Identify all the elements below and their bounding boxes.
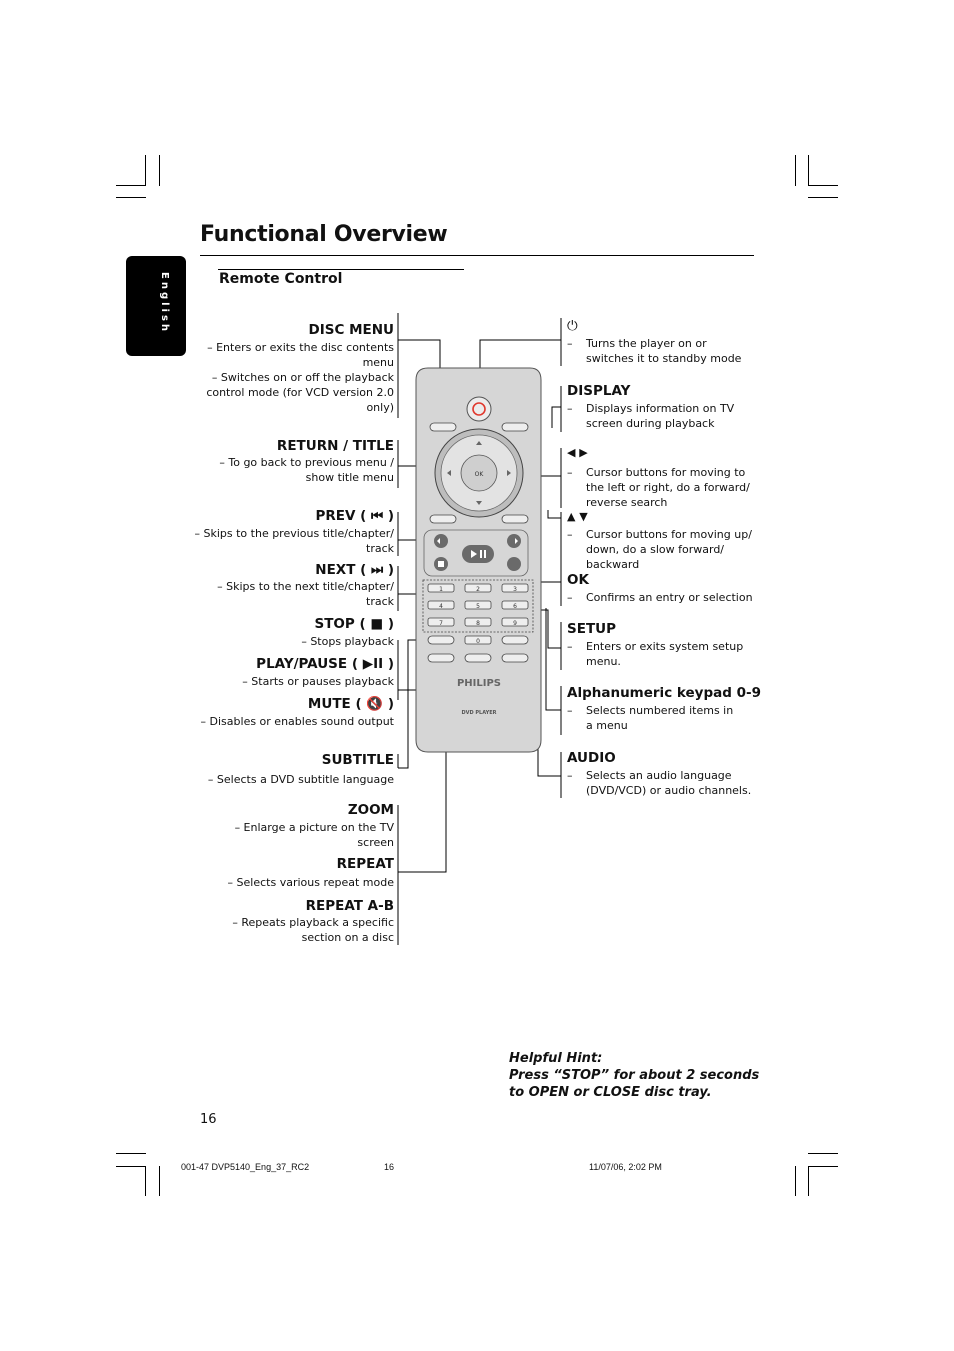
desc-audio: –Selects an audio language (DVD/VCD) or … <box>567 769 752 797</box>
svg-text:5: 5 <box>476 603 480 610</box>
desc-disc-menu-2: – Switches on or off the playback contro… <box>206 371 394 414</box>
desc-repeat-ab: – Repeats playback a specific section on… <box>232 916 394 944</box>
desc-ok: –Confirms an entry or selection <box>567 591 753 604</box>
svg-text:OK: OK <box>475 471 485 478</box>
svg-text:9: 9 <box>513 620 517 627</box>
svg-text:2: 2 <box>476 586 480 593</box>
footer-page: 16 <box>384 1162 395 1172</box>
svg-text:4: 4 <box>439 603 443 610</box>
label-mute: MUTE ( 🔇 ) <box>307 696 394 712</box>
footer-file: 001-47 DVP5140_Eng_37_RC2 <box>181 1162 310 1172</box>
title-rule <box>200 255 754 256</box>
page-number: 16 <box>200 1112 217 1127</box>
power-icon: ⏻ <box>567 318 578 334</box>
svg-text:PHILIPS: PHILIPS <box>457 678 501 689</box>
left-right-arrow-icon: ◀ ▶ <box>567 446 588 459</box>
label-return-title: RETURN / TITLE <box>276 438 394 454</box>
label-stop: STOP ( ■ ) <box>314 616 395 632</box>
label-subtitle: SUBTITLE <box>321 752 394 768</box>
label-next: NEXT ( ⏭ ) <box>315 562 394 578</box>
desc-mute: – Disables or enables sound output <box>200 715 394 728</box>
desc-power: –Turns the player on or switches it to s… <box>567 337 742 365</box>
section-rule <box>218 269 464 270</box>
desc-return-title: – To go back to previous menu / show tit… <box>219 456 394 484</box>
svg-text:7: 7 <box>439 620 443 627</box>
label-zoom: ZOOM <box>347 802 394 818</box>
svg-text:DVD PLAYER: DVD PLAYER <box>461 710 496 716</box>
footer-date: 11/07/06, 2:02 PM <box>589 1162 662 1172</box>
label-repeat: REPEAT <box>336 856 394 872</box>
desc-setup: –Enters or exits system setup menu. <box>567 640 744 668</box>
desc-stop: – Stops playback <box>301 635 394 648</box>
desc-disc-menu-1: – Enters or exits the disc contents menu <box>207 341 394 369</box>
label-ok: OK <box>567 572 589 588</box>
svg-text:3: 3 <box>513 586 517 593</box>
hint-text: Press “STOP” for about 2 seconds to OPEN… <box>509 1068 760 1100</box>
desc-play-pause: – Starts or pauses playback <box>242 675 394 688</box>
label-audio: AUDIO <box>567 750 616 766</box>
section-title: Remote Control <box>219 271 343 287</box>
label-keypad: Alphanumeric keypad 0-9 <box>567 685 761 701</box>
label-repeat-ab: REPEAT A-B <box>305 898 394 914</box>
svg-text:6: 6 <box>513 603 517 610</box>
svg-text:8: 8 <box>476 620 480 627</box>
language-tab-label: English <box>159 272 170 335</box>
svg-text:0: 0 <box>476 638 480 645</box>
language-tab <box>126 256 186 356</box>
desc-subtitle: – Selects a DVD subtitle language <box>207 773 394 786</box>
desc-keypad: –Selects numbered items in a menu <box>567 704 734 732</box>
svg-text:1: 1 <box>439 586 443 593</box>
up-down-arrow-icon: ▲ ▼ <box>567 510 588 523</box>
desc-zoom: – Enlarge a picture on the TV screen <box>234 821 394 849</box>
desc-next: – Skips to the next title/chapter/ track <box>217 580 394 608</box>
page-title: Functional Overview <box>200 222 448 247</box>
desc-up-down: –Cursor buttons for moving up/ down, do … <box>567 528 752 571</box>
desc-left-right: –Cursor buttons for moving to the left o… <box>567 466 750 509</box>
label-play-pause: PLAY/PAUSE ( ▶II ) <box>256 656 394 672</box>
desc-display: –Displays information on TV screen durin… <box>567 402 735 430</box>
label-prev: PREV ( ⏮ ) <box>315 508 394 524</box>
label-display: DISPLAY <box>567 383 631 399</box>
desc-repeat: – Selects various repeat mode <box>227 876 394 889</box>
desc-prev: – Skips to the previous title/chapter/ t… <box>194 527 395 555</box>
hint-title: Helpful Hint: <box>509 1051 603 1066</box>
label-disc-menu: DISC MENU <box>308 322 394 338</box>
helpful-hint: Helpful Hint: Press “STOP” for about 2 s… <box>509 1050 769 1101</box>
label-setup: SETUP <box>567 621 617 637</box>
